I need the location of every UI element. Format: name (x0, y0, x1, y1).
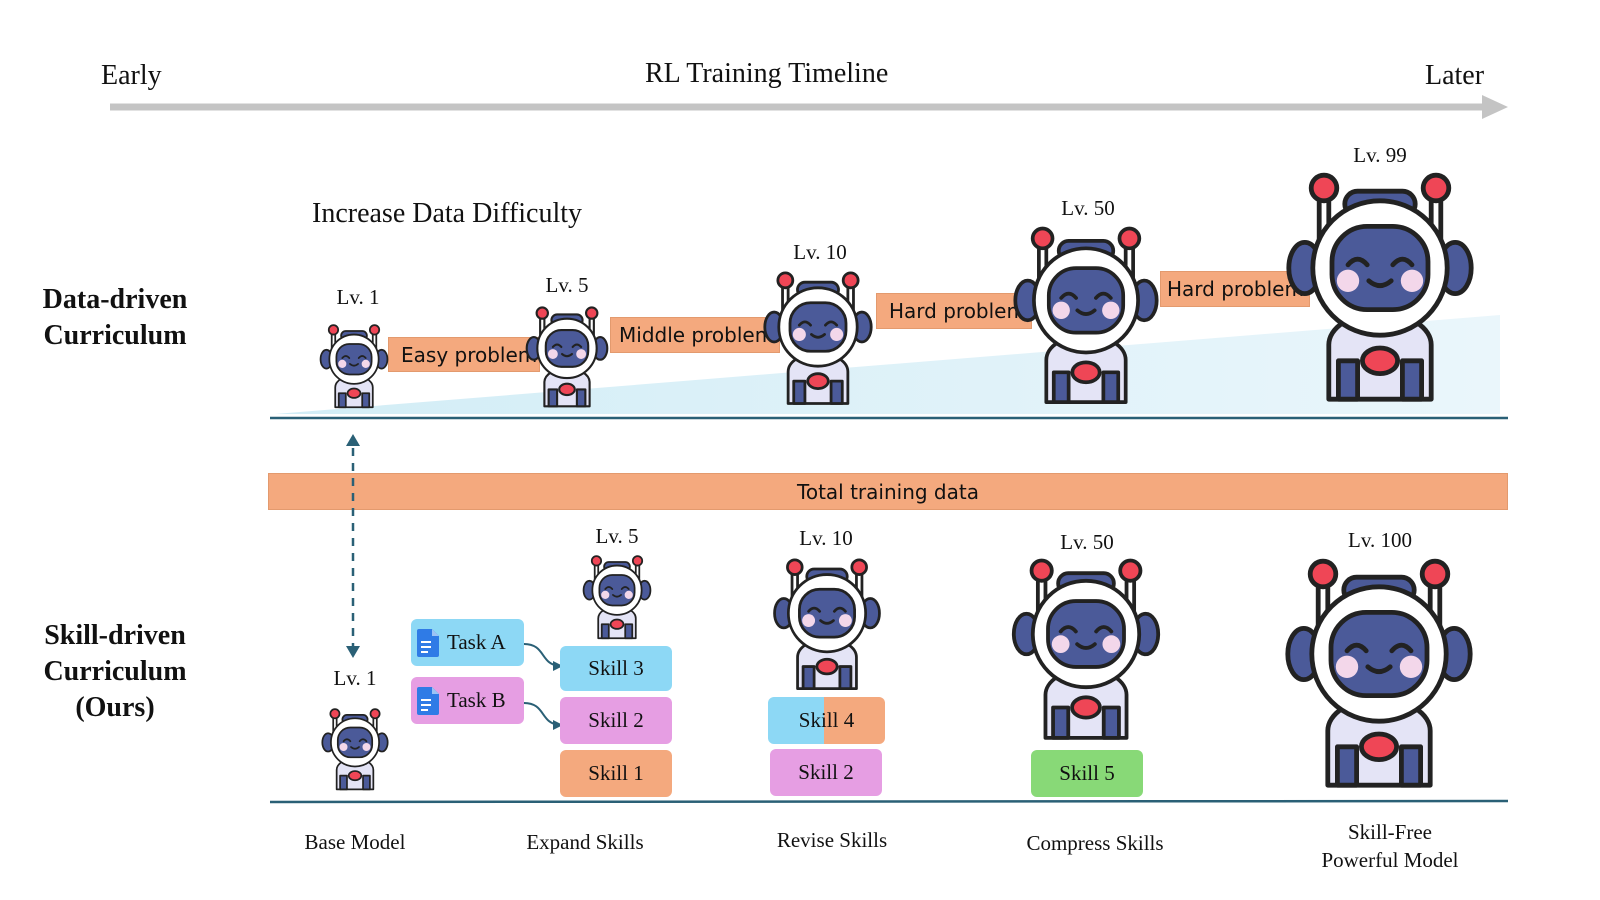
robot-icon (763, 271, 873, 405)
bar-middle-problem: Middle problem (610, 317, 780, 353)
data-level-3: Lv. 10 (793, 240, 847, 264)
robot-icon (525, 306, 609, 408)
stage-skill-free-line1: Skill-Free (1348, 820, 1432, 844)
task-b-card: Task B (411, 677, 524, 724)
skill-driven-title-line1: Skill-driven (44, 620, 186, 651)
total-training-data-label: Total training data (797, 479, 979, 504)
skill-4-orange-part (824, 697, 885, 744)
bar-hard-problem-2: Hard problem (1160, 271, 1310, 307)
skill-5-block: Skill 5 (1031, 750, 1143, 797)
stage-base-model: Base Model (304, 830, 406, 854)
data-level-2: Lv. 5 (545, 273, 589, 297)
task-a-card: Task A (411, 619, 524, 666)
data-driven-title-line2: Curriculum (43, 320, 187, 351)
data-driven-title-line1: Data-driven (42, 284, 188, 315)
document-icon (417, 628, 439, 657)
skill-2-revised-block: Skill 2 (770, 749, 882, 796)
skill-2-block: Skill 2 (560, 697, 672, 744)
skill-driven-title-line2: Curriculum (43, 656, 187, 687)
skill-level-2: Lv. 5 (595, 524, 639, 548)
stage-compress-skills: Compress Skills (1026, 831, 1164, 855)
bar-hard-problem-1: Hard problem (876, 293, 1032, 329)
robot-icon (321, 708, 389, 791)
skill-level-1: Lv. 1 (333, 666, 377, 690)
task-b-label: Task B (447, 688, 506, 712)
skill-driven-title-line3: (Ours) (75, 692, 155, 723)
bar-easy-problem: Easy problem (388, 337, 540, 372)
data-level-4: Lv. 50 (1061, 196, 1115, 220)
document-icon (417, 686, 439, 715)
skill-level-4: Lv. 50 (1060, 530, 1114, 554)
increase-difficulty-heading: Increase Data Difficulty (312, 198, 583, 229)
timeline-later-label: Later (1425, 60, 1485, 91)
total-training-data-bar: Total training data (268, 473, 1508, 510)
skill-driven-title: Skill-driven Curriculum (Ours) (20, 618, 210, 726)
timeline-title: RL Training Timeline (645, 58, 889, 89)
robot-icon (1285, 558, 1473, 788)
robot-icon (1286, 172, 1474, 402)
stage-expand-skills: Expand Skills (526, 830, 644, 854)
skill-4-blue-part (768, 697, 828, 744)
stage-skill-free-line2: Powerful Model (1321, 848, 1459, 872)
bar-middle-label: Middle problem (619, 323, 775, 347)
robot-icon (1013, 226, 1159, 404)
stage-skill-free: Skill-Free Powerful Model (1290, 818, 1490, 874)
skill-1-block: Skill 1 (560, 750, 672, 797)
skill-3-block: Skill 3 (560, 646, 672, 691)
task-a-label: Task A (447, 630, 506, 654)
skill-4-block: Skill 4 (768, 697, 885, 744)
data-level-1: Lv. 1 (336, 285, 380, 309)
skill-4-label: Skill 4 (798, 708, 855, 732)
skill-level-3: Lv. 10 (799, 526, 853, 550)
robot-icon (773, 558, 881, 691)
timeline-early-label: Early (101, 60, 162, 91)
robot-icon (1011, 558, 1161, 740)
timeline-arrow (110, 95, 1508, 119)
bar-hard-label-2: Hard problem (1167, 277, 1304, 301)
robot-icon (582, 555, 652, 640)
data-driven-title: Data-driven Curriculum (20, 282, 210, 354)
stage-revise-skills: Revise Skills (776, 828, 888, 852)
skill-level-5: Lv. 100 (1348, 528, 1412, 552)
bar-easy-label: Easy problem (401, 342, 538, 367)
robot-icon (319, 324, 389, 409)
data-level-5: Lv. 99 (1353, 143, 1407, 167)
bar-hard-label-1: Hard problem (889, 299, 1026, 323)
